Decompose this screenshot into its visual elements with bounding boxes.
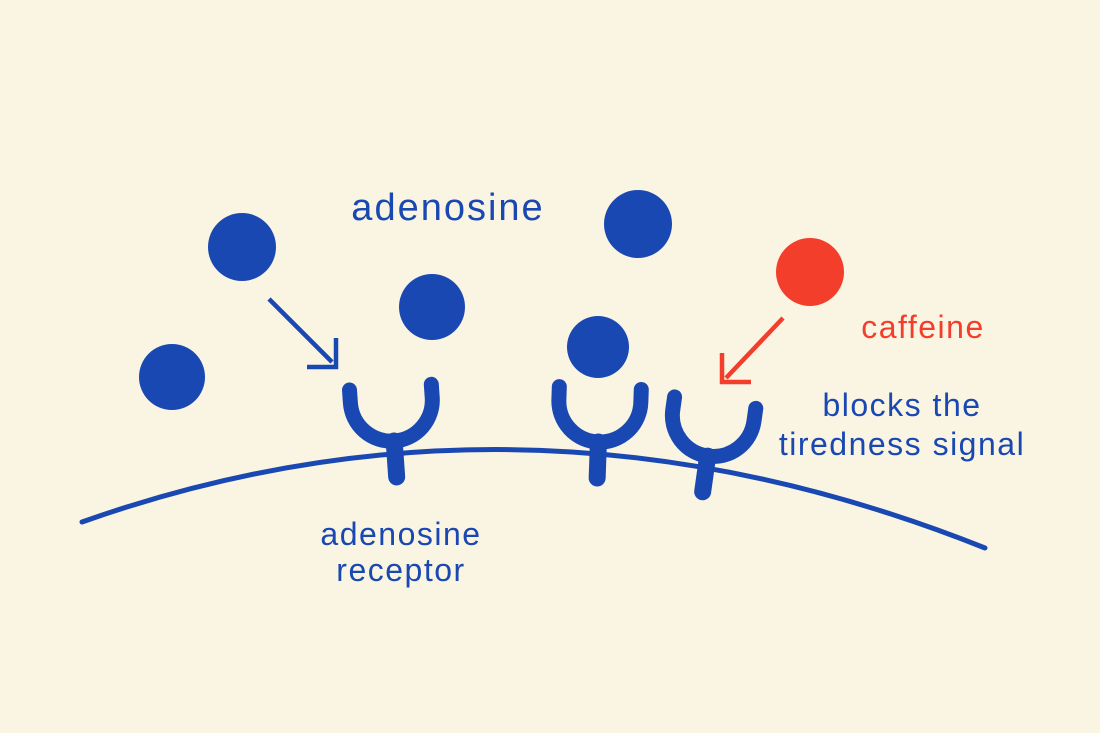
adenosine-receptor-1: [349, 384, 437, 480]
adenosine-molecule-1: [208, 213, 276, 281]
caffeine-arrow-shaft: [724, 316, 785, 380]
adenosine-receptor-label: adenosine receptor: [320, 516, 481, 588]
caffeine-arrow-head: [719, 353, 751, 385]
adenosine-molecule-4: [604, 190, 672, 258]
adenosine-binding-arrow: [267, 297, 339, 370]
receptor-label-line1: adenosine: [320, 516, 482, 552]
adenosine-arrow-shaft: [267, 297, 334, 364]
blocks-label-line1: blocks the: [822, 387, 982, 423]
adenosine-receptor-2: [556, 387, 641, 480]
caffeine-molecule: [776, 238, 844, 306]
adenosine-arrow-head: [307, 338, 339, 370]
adenosine-molecules: [139, 190, 672, 410]
caffeine-label: caffeine: [861, 309, 985, 345]
adenosine-receptor-3: [662, 397, 756, 498]
adenosine-molecule-2: [139, 344, 205, 410]
adenosine-molecule-bound: [567, 316, 629, 378]
caffeine-blocking-arrow: [719, 316, 785, 385]
receptor-label-line2: receptor: [336, 552, 466, 588]
adenosine-title-label: adenosine: [351, 187, 545, 229]
blocks-tiredness-label: blocks the tiredness signal: [779, 386, 1025, 464]
blocks-label-line2: tiredness signal: [778, 426, 1026, 462]
cell-membrane-curve: [79, 447, 988, 551]
adenosine-molecule-3: [399, 274, 465, 340]
